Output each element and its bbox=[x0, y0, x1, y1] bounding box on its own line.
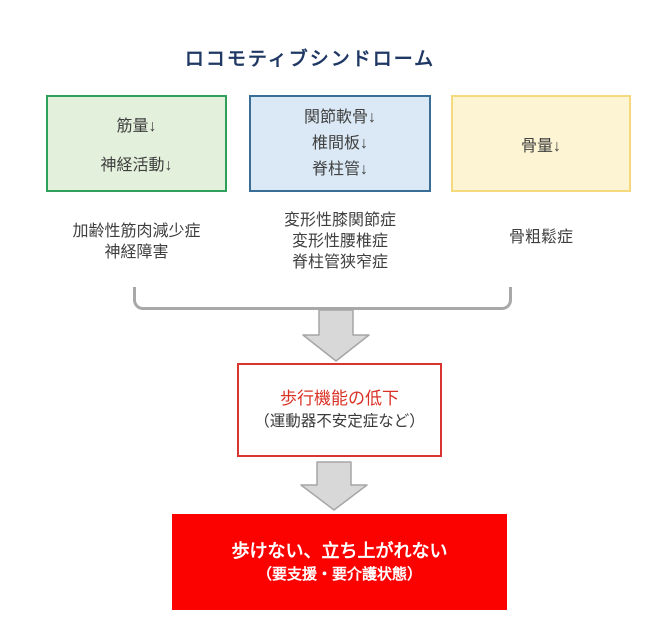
disease-label-joint: 変形性膝関節症 変形性腰椎症 脊柱管狭窄症 bbox=[249, 210, 431, 273]
disease-line: 骨粗鬆症 bbox=[508, 229, 573, 246]
care-needed-box: 歩けない、立ち上がれない （要支援・要介護状態） bbox=[172, 514, 507, 610]
disease-line: 変形性腰椎症 bbox=[291, 233, 388, 250]
walking-decline-subtitle: （運動器不安定症など） bbox=[254, 413, 425, 430]
factor-box-bone: 骨量↓ bbox=[451, 95, 631, 192]
care-needed-title: 歩けない、立ち上がれない bbox=[231, 541, 448, 561]
care-needed-subtitle: （要支援・要介護状態） bbox=[256, 566, 422, 583]
factor-box-muscle: 筋量↓ 神経活動↓ bbox=[46, 95, 227, 192]
down-block-arrow-icon bbox=[302, 309, 370, 362]
walking-decline-box: 歩行機能の低下 （運動器不安定症など） bbox=[237, 363, 442, 457]
factor-line: 骨量↓ bbox=[520, 137, 561, 155]
disease-line: 変形性膝関節症 bbox=[283, 212, 396, 229]
down-block-arrow-icon bbox=[300, 461, 368, 511]
disease-label-bone: 骨粗鬆症 bbox=[451, 227, 631, 248]
factor-line: 筋量↓ bbox=[116, 118, 157, 136]
diagram-title: ロコモティブシンドローム bbox=[184, 49, 436, 70]
walking-decline-title: 歩行機能の低下 bbox=[280, 389, 399, 408]
factor-line: 椎間板↓ bbox=[311, 134, 368, 152]
converging-bracket-connector bbox=[133, 287, 512, 310]
disease-line: 脊柱管狭窄症 bbox=[291, 254, 388, 271]
disease-line: 加齢性筋肉減少症 bbox=[72, 223, 201, 240]
factor-line: 関節軟骨↓ bbox=[303, 108, 376, 126]
factor-line: 神経活動↓ bbox=[100, 156, 173, 174]
disease-label-muscle: 加齢性筋肉減少症 神経障害 bbox=[46, 221, 227, 263]
factor-box-joint: 関節軟骨↓ 椎間板↓ 脊柱管↓ bbox=[249, 95, 431, 192]
factor-line: 脊柱管↓ bbox=[311, 160, 368, 178]
disease-line: 神経障害 bbox=[104, 244, 169, 261]
